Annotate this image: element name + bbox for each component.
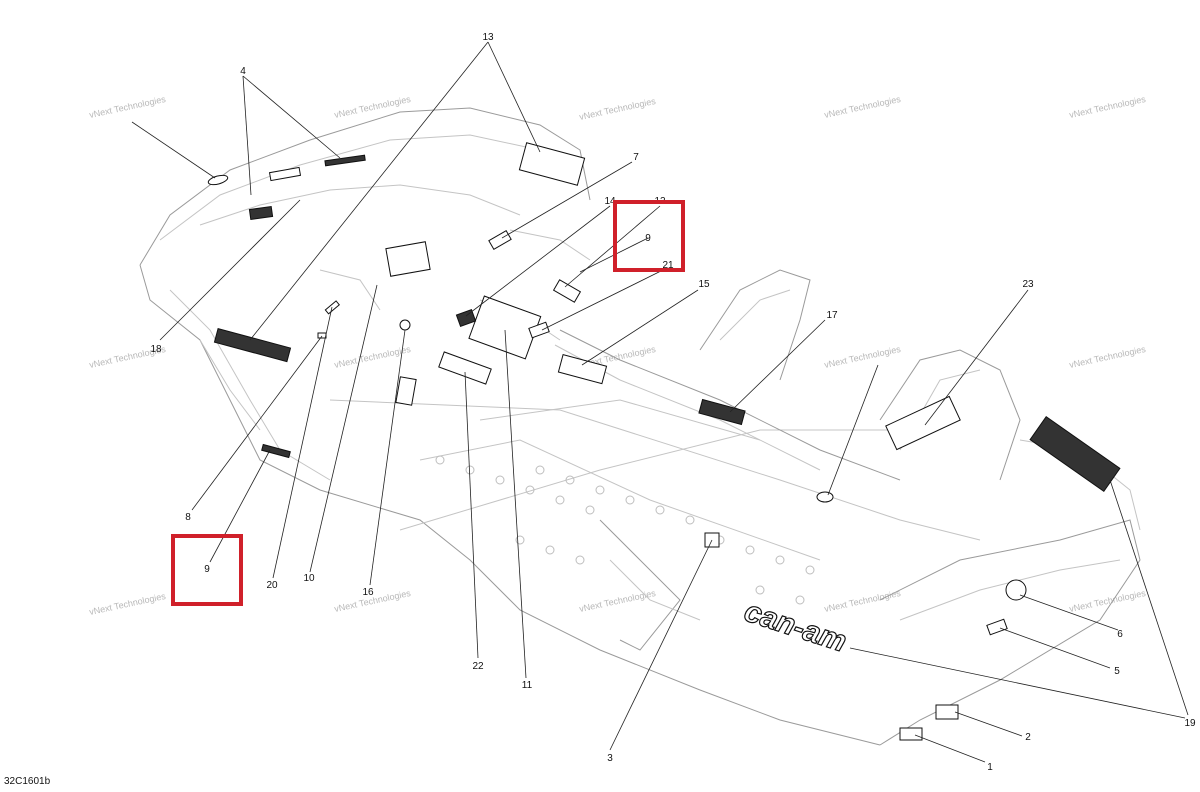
- callout-15: 15: [698, 279, 710, 290]
- decal-17: [698, 398, 746, 426]
- decal-10: [385, 241, 431, 277]
- decal-8: [317, 332, 327, 339]
- callout-8: 8: [185, 512, 191, 523]
- svg-text:vNext Technologies: vNext Technologies: [578, 588, 657, 614]
- callout-10: 10: [303, 573, 315, 584]
- callout-23: 23: [1022, 279, 1034, 290]
- svg-text:vNext Technologies: vNext Technologies: [823, 344, 902, 370]
- decal-oval-18: [207, 174, 229, 186]
- callout-20: 20: [266, 580, 278, 591]
- decal-4-left: [248, 205, 274, 221]
- callout-1: 1: [987, 762, 993, 773]
- highlight-box-top: [613, 200, 685, 272]
- callout-19: 19: [1184, 718, 1196, 729]
- decal-2: [935, 704, 959, 720]
- svg-text:vNext Technologies: vNext Technologies: [1068, 94, 1147, 120]
- svg-text:vNext Technologies: vNext Technologies: [578, 96, 657, 122]
- svg-text:vNext Technologies: vNext Technologies: [1068, 344, 1147, 370]
- highlight-box-left: [171, 534, 243, 606]
- decal-4-top: [268, 166, 302, 182]
- decal-1: [899, 727, 923, 741]
- svg-text:vNext Technologies: vNext Technologies: [823, 94, 902, 120]
- callout-labels: 13 4 7 14 12 9 21 15 23 17 18 8 9 20 10 …: [150, 32, 1196, 773]
- callout-14: 14: [604, 196, 616, 207]
- figure-reference-code: 32C1601b: [4, 776, 51, 787]
- decal-13-windshield: [518, 142, 586, 186]
- callout-5: 5: [1114, 666, 1120, 677]
- callout-18: 18: [150, 344, 162, 355]
- decal-23: [885, 395, 961, 451]
- callout-9-top: 9: [645, 233, 651, 244]
- decal-16: [395, 376, 417, 406]
- decal-9: [261, 443, 291, 459]
- decal-4-right: [324, 154, 366, 167]
- callout-16: 16: [362, 587, 374, 598]
- floor-holes: [435, 455, 815, 605]
- callout-2: 2: [1025, 732, 1031, 743]
- decal-14: [455, 308, 477, 328]
- callout-6: 6: [1117, 629, 1123, 640]
- callout-13: 13: [482, 32, 494, 43]
- leader-lines: [131, 41, 1189, 763]
- callout-21: 21: [662, 260, 674, 271]
- highlight-boxes: [171, 200, 685, 606]
- decal-12: [552, 279, 582, 303]
- callout-7: 7: [633, 152, 639, 163]
- decal-22: [438, 351, 492, 385]
- decal-19-side: [1029, 416, 1121, 492]
- callout-4: 4: [240, 66, 246, 77]
- svg-text:vNext Technologies: vNext Technologies: [88, 591, 167, 617]
- svg-text:vNext Technologies: vNext Technologies: [88, 94, 167, 120]
- svg-text:vNext Technologies: vNext Technologies: [823, 588, 902, 614]
- svg-text:vNext Technologies: vNext Technologies: [1068, 588, 1147, 614]
- callout-22: 22: [472, 661, 484, 672]
- decal-5: [986, 618, 1008, 636]
- callout-11: 11: [522, 680, 533, 691]
- decal-16-round: [399, 319, 411, 331]
- decal-15: [557, 354, 608, 385]
- decal-7: [488, 229, 512, 251]
- svg-text:vNext Technologies: vNext Technologies: [333, 94, 412, 120]
- watermarks: vNext Technologies vNext Technologies vN…: [88, 94, 1147, 617]
- callout-17: 17: [826, 310, 838, 321]
- decal-17-oval: [816, 491, 834, 503]
- decals: can-am: [207, 142, 1121, 741]
- decal-13-dash: [213, 328, 292, 363]
- decal-6: [1005, 579, 1027, 601]
- callout-3: 3: [607, 753, 613, 764]
- callout-9-left: 9: [204, 564, 210, 575]
